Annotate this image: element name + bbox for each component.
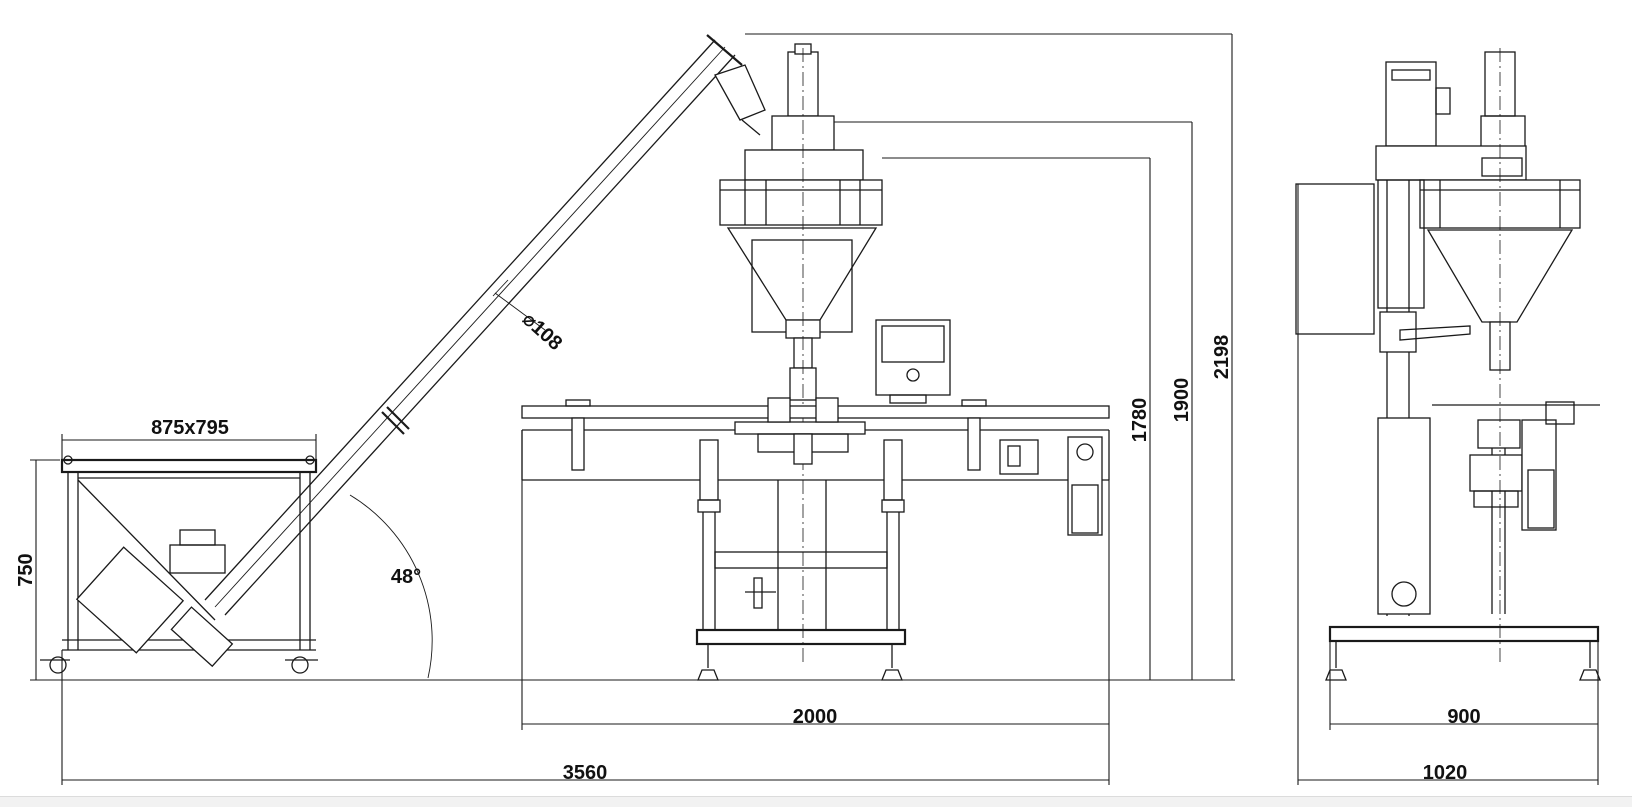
dim-table-length: 2000 xyxy=(793,706,838,728)
dim-height-filler: 1780 xyxy=(1129,398,1151,443)
dim-hopper-height: 750 xyxy=(15,553,37,586)
hopper-bin xyxy=(40,455,318,674)
dim-conveyor-diameter: ⌀108 xyxy=(518,308,566,355)
dim-conveyor-angle: 48° xyxy=(391,566,421,588)
side-view xyxy=(1295,51,1601,681)
machine-stand xyxy=(695,439,907,681)
dim-hopper-size: 875x795 xyxy=(151,417,229,439)
touch-screen xyxy=(875,319,951,404)
screw-conveyor xyxy=(204,34,766,616)
dim-height-conveyor: 2198 xyxy=(1211,335,1233,380)
dim-height-motor: 1900 xyxy=(1171,378,1193,423)
dim-overall-length: 3560 xyxy=(563,762,608,784)
conveyor-table xyxy=(521,397,1110,536)
dimension-lines xyxy=(30,33,1599,785)
dim-side-base-width: 900 xyxy=(1447,706,1480,728)
angle-arc xyxy=(349,494,433,679)
dim-side-overall-width: 1020 xyxy=(1423,762,1468,784)
bottom-strip xyxy=(0,796,1632,807)
